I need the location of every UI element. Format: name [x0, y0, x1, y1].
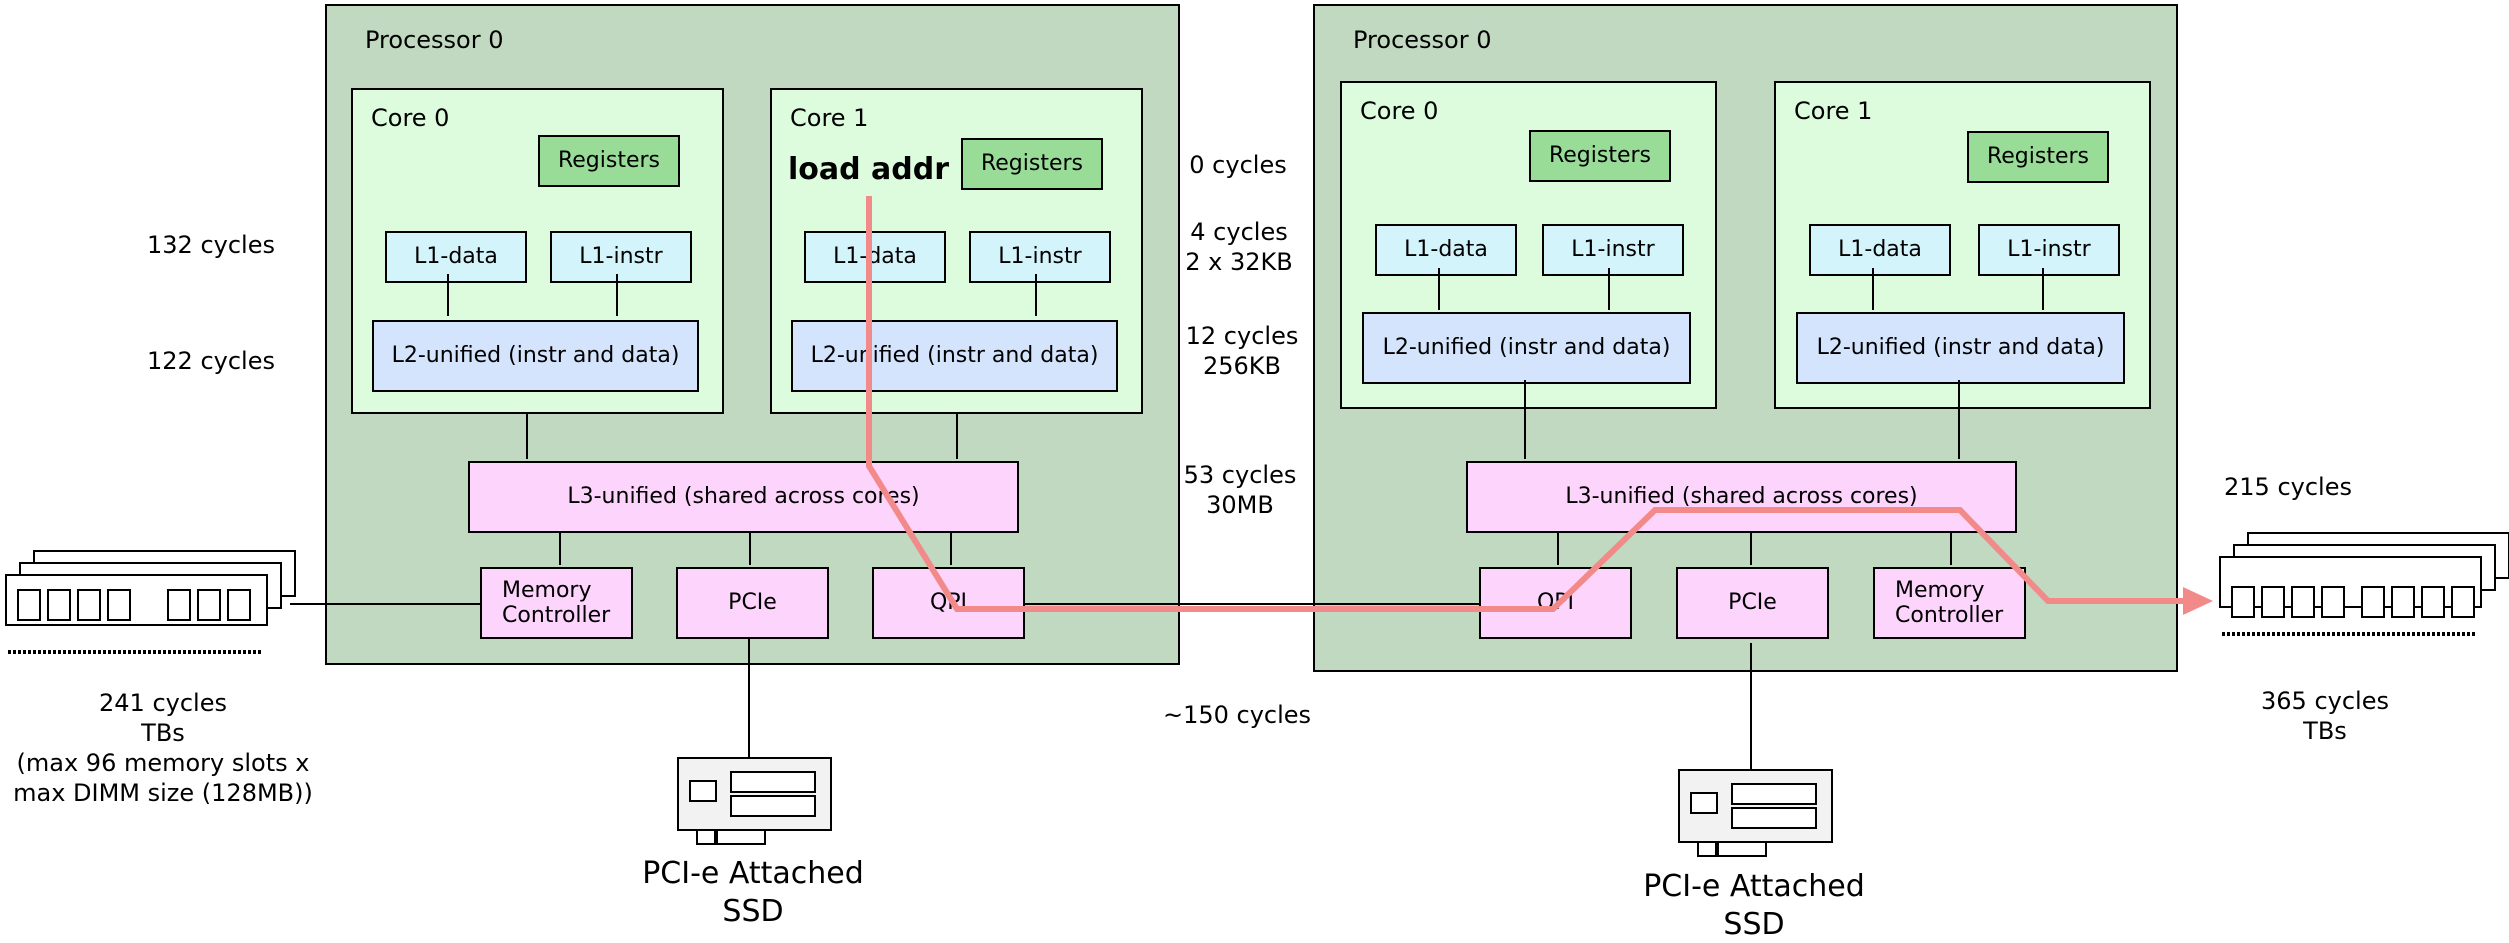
l1-data-box: L1-data [1375, 224, 1517, 276]
core-1: Core 1 Registers L1-data L1-instr L2-uni… [1774, 81, 2151, 409]
load-path-arrowhead [2183, 587, 2213, 615]
latency-l3: 53 cycles 30MB [1183, 461, 1297, 519]
registers-box: Registers [961, 138, 1103, 190]
latency-registers: 0 cycles [1189, 151, 1287, 179]
l1-data-box: L1-data [804, 231, 946, 283]
load-addr-label: load addr [788, 152, 950, 187]
ssd-card-icon [1678, 769, 1833, 857]
memory-controller-box: Memory Controller [1873, 567, 2026, 639]
core-title: Core 1 [1794, 97, 1873, 125]
latency-qpi: ~150 cycles [1162, 701, 1312, 729]
ssd-card-icon [677, 757, 832, 845]
core-title: Core 0 [371, 104, 450, 132]
latency-local-memory: 241 cycles TBs (max 96 memory slots x ma… [13, 689, 313, 807]
latency-remote-l2: 122 cycles [147, 347, 275, 375]
ssd-label: PCI-e Attached SSD [642, 856, 864, 929]
l1-data-box: L1-data [1809, 224, 1951, 276]
core-1: Core 1 load addr Registers L1-data L1-in… [770, 88, 1143, 414]
l2-box: L2-unified (instr and data) [372, 320, 699, 392]
latency-remote-l3: 215 cycles [2224, 473, 2352, 501]
l2-box: L2-unified (instr and data) [1362, 312, 1691, 384]
l1-instr-box: L1-instr [550, 231, 692, 283]
connector-lines [290, 268, 2044, 770]
latency-l2: 12 cycles 256KB [1185, 322, 1299, 380]
l2-box: L2-unified (instr and data) [791, 320, 1118, 392]
registers-box: Registers [1529, 130, 1671, 182]
l1-instr-box: L1-instr [1542, 224, 1684, 276]
memory-dimm-icon [5, 550, 296, 654]
core-0: Core 0 Registers L1-data L1-instr L2-uni… [1340, 81, 1717, 409]
pcie-box: PCIe [1676, 567, 1829, 639]
core-title: Core 1 [790, 104, 869, 132]
processor-title: Processor 0 [1353, 26, 1492, 54]
processor-title: Processor 0 [365, 26, 504, 54]
latency-remote-memory: 365 cycles TBs [2261, 687, 2389, 745]
pcie-box: PCIe [676, 567, 829, 639]
l1-instr-box: L1-instr [969, 231, 1111, 283]
load-path-line [866, 196, 2187, 612]
registers-box: Registers [1967, 131, 2109, 183]
memory-controller-box: Memory Controller [480, 567, 633, 639]
l1-data-box: L1-data [385, 231, 527, 283]
l2-box: L2-unified (instr and data) [1796, 312, 2125, 384]
l3-box: L3-unified (shared across cores) [1466, 461, 2017, 533]
qpi-box: QPI [872, 567, 1025, 639]
l3-box: L3-unified (shared across cores) [468, 461, 1019, 533]
processor-right: Processor 0 Core 0 Registers L1-data L1-… [1313, 4, 2178, 672]
latency-l1: 4 cycles 2 x 32KB [1185, 218, 1293, 276]
ssd-label: PCI-e Attached SSD [1643, 869, 1865, 942]
processor-left: Processor 0 Core 0 Registers L1-data L1-… [325, 4, 1180, 665]
core-title: Core 0 [1360, 97, 1439, 125]
l1-instr-box: L1-instr [1978, 224, 2120, 276]
core-0: Core 0 Registers L1-data L1-instr L2-uni… [351, 88, 724, 414]
memory-dimm-icon [2219, 532, 2509, 636]
latency-remote-l1: 132 cycles [147, 231, 275, 259]
registers-box: Registers [538, 135, 680, 187]
